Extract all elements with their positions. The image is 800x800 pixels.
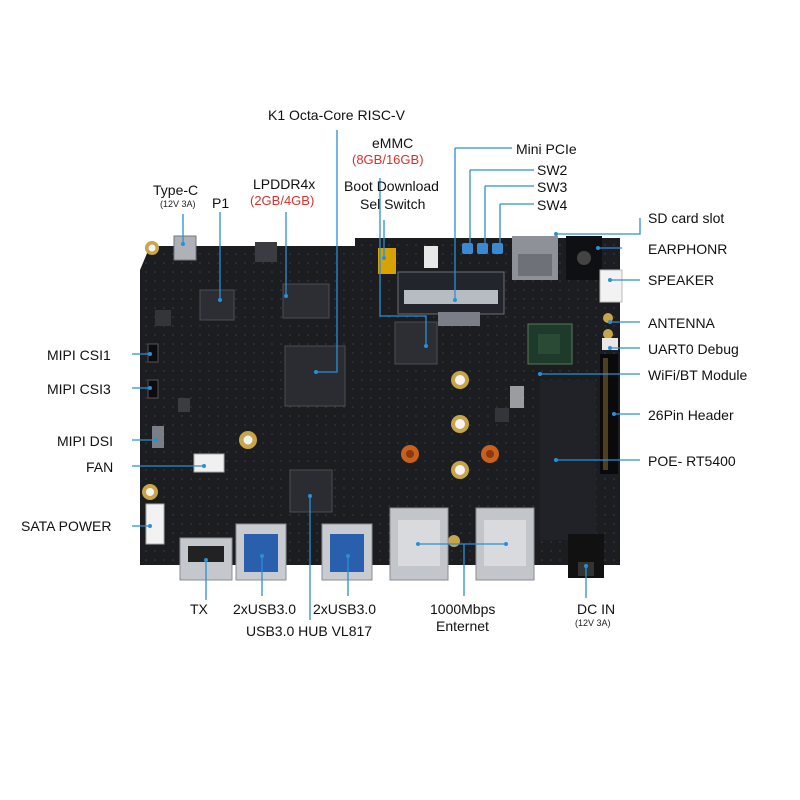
label-emmc-size: (8GB/16GB) bbox=[352, 152, 424, 167]
label-boot-2: Sel Switch bbox=[360, 196, 426, 212]
label-dc-in: DC IN bbox=[577, 601, 616, 617]
speaker-connector bbox=[599, 269, 623, 303]
label-poe: POE- RT5400 bbox=[648, 453, 736, 469]
label-mipi-dsi: MIPI DSI bbox=[57, 433, 114, 449]
label-antenna: ANTENNA bbox=[648, 315, 715, 331]
header-26pin bbox=[600, 354, 618, 474]
label-p1: P1 bbox=[212, 195, 230, 211]
label-wifi: WiFi/BT Module bbox=[648, 367, 748, 383]
label-lpddr-size: (2GB/4GB) bbox=[250, 193, 315, 208]
uart-connector bbox=[602, 338, 618, 350]
boot-switch bbox=[378, 248, 396, 274]
leader-dots bbox=[148, 232, 616, 568]
sata-power-connector bbox=[145, 503, 165, 545]
label-emmc: eMMC bbox=[372, 135, 414, 151]
label-earphone: EARPHONR bbox=[648, 241, 728, 257]
label-ethernet-1: 1000Mbps bbox=[430, 601, 496, 617]
label-mipi-csi3: MIPI CSI3 bbox=[47, 381, 111, 397]
label-header26: 26Pin Header bbox=[648, 407, 734, 423]
label-type-c-spec: (12V 3A) bbox=[160, 199, 196, 209]
label-mipi-csi1: MIPI CSI1 bbox=[47, 347, 111, 363]
sd-earphone bbox=[512, 236, 602, 280]
label-dc-in-spec: (12V 3A) bbox=[575, 618, 611, 628]
label-sw3: SW3 bbox=[537, 179, 568, 195]
label-usb-b: 2xUSB3.0 bbox=[313, 601, 377, 617]
label-ethernet-2: Enternet bbox=[436, 618, 489, 634]
mipi-connectors bbox=[147, 343, 164, 448]
mini-pcie-slot bbox=[397, 271, 505, 326]
pcb-board bbox=[140, 238, 620, 565]
label-soc: K1 Octa-Core RISC-V bbox=[268, 107, 405, 123]
wifi-module-chip bbox=[538, 334, 560, 354]
label-uart: UART0 Debug bbox=[648, 341, 739, 357]
label-speaker: SPEAKER bbox=[648, 272, 715, 288]
boot-aux-part bbox=[424, 246, 438, 268]
fan-connector bbox=[193, 453, 225, 473]
label-fan: FAN bbox=[86, 459, 114, 475]
label-lpddr: LPDDR4x bbox=[253, 176, 316, 192]
label-usb-hub: USB3.0 HUB VL817 bbox=[246, 623, 373, 639]
label-sata-power: SATA POWER bbox=[21, 518, 112, 534]
label-mini-pcie: Mini PCIe bbox=[516, 141, 577, 157]
label-sw2: SW2 bbox=[537, 162, 568, 178]
sw-buttons bbox=[462, 243, 503, 254]
chips bbox=[155, 242, 524, 513]
label-sd-card: SD card slot bbox=[648, 210, 725, 226]
label-boot-1: Boot Download bbox=[344, 178, 439, 194]
type-c-port bbox=[173, 235, 197, 261]
usb-ports bbox=[235, 523, 373, 581]
label-usb-a: 2xUSB3.0 bbox=[233, 601, 297, 617]
leader-lines bbox=[132, 130, 641, 620]
copper-pads bbox=[401, 445, 499, 463]
label-sw4: SW4 bbox=[537, 197, 568, 213]
label-type-c: Type-C bbox=[153, 182, 199, 198]
label-tx: TX bbox=[190, 601, 208, 617]
